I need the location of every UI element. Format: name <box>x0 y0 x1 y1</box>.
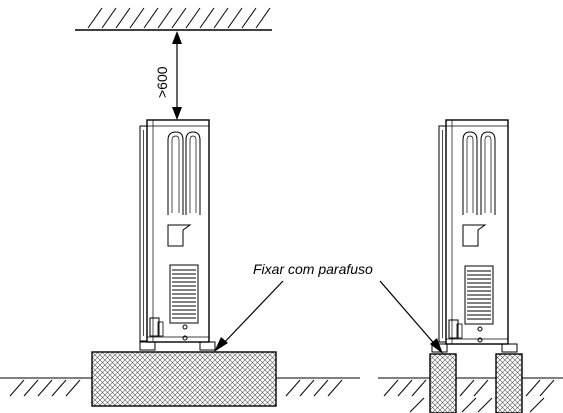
concrete-base-left <box>91 351 277 407</box>
outdoor-unit-right <box>431 119 518 353</box>
clearance-dimension: >600 <box>154 31 182 120</box>
outdoor-unit-left <box>139 119 216 351</box>
ground-left <box>0 377 360 397</box>
concrete-pillars-right <box>429 353 523 413</box>
ceiling <box>75 7 272 31</box>
ground-right <box>378 377 563 413</box>
fixing-label: Fixar com parafuso <box>253 261 373 277</box>
fixing-callout: Fixar com parafuso <box>214 261 443 354</box>
clearance-label: >600 <box>154 66 170 98</box>
